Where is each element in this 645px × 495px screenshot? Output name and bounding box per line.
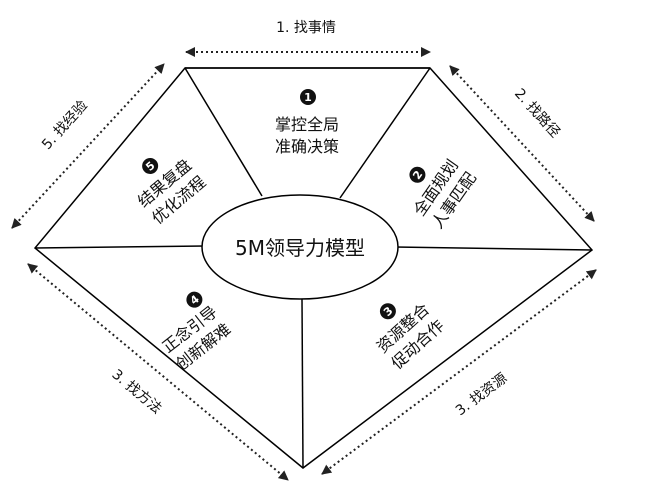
segment-1-line2: 准确决策 <box>275 137 339 156</box>
segment-1-line1: 掌控全局 <box>275 115 339 134</box>
edge-label-left-lower: 3. 找方法 <box>109 367 165 418</box>
edge-label-left-upper: 5. 找经验 <box>39 98 91 153</box>
edge-label-top: 1. 找事情 <box>276 20 336 36</box>
segment-1: 1 掌控全局 准确决策 <box>275 89 339 156</box>
arrow-left-lower <box>27 263 289 481</box>
divider-line-2 <box>339 67 431 199</box>
segment-2-number-circle <box>409 166 426 183</box>
divider-line-4 <box>301 298 304 469</box>
segment-1-number: 1 <box>304 91 312 104</box>
edge-label-right-upper: 2. 找路径 <box>511 86 563 141</box>
divider-line-3 <box>394 246 593 251</box>
arrow-right-upper <box>449 65 595 222</box>
divider-line-5 <box>34 245 206 249</box>
edge-label-right-lower: 3. 找资源 <box>453 370 510 419</box>
arrow-right-lower <box>321 269 597 475</box>
divider-line-1 <box>184 67 263 197</box>
arrow-left-upper <box>11 63 165 229</box>
center-title: 5M领导力模型 <box>235 236 365 260</box>
segment-1-number-circle <box>300 89 316 105</box>
